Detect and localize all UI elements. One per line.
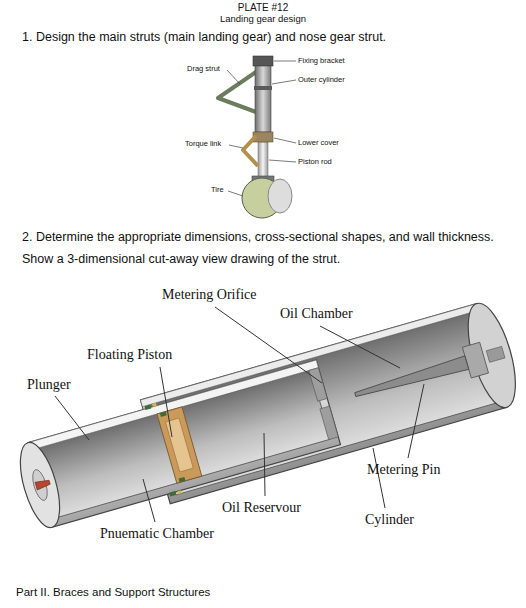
leader-line	[227, 70, 240, 84]
orifice-plate	[309, 368, 327, 402]
part-label: Outer cylinder	[298, 76, 345, 85]
drag-strut	[218, 72, 256, 112]
leader-line	[320, 326, 400, 368]
leader-line	[373, 448, 385, 508]
plunger-bore	[38, 370, 331, 517]
part-label: Drag strut	[187, 65, 220, 74]
leader-line	[229, 145, 243, 148]
leader-line	[143, 479, 155, 522]
leader-line	[264, 433, 265, 496]
instruction-text: 1. Design the main struts (main landing …	[22, 30, 386, 44]
part-label: Fixing bracket	[298, 57, 345, 66]
part-label: Lower cover	[298, 139, 339, 148]
part-label: Cylinder	[365, 512, 414, 528]
landing-gear-figure	[218, 56, 296, 218]
metering-pin	[353, 356, 468, 401]
part-label: Torque link	[185, 140, 221, 149]
cutaway-strut	[10, 298, 525, 541]
piston-rod	[258, 142, 268, 178]
cylinder-end	[459, 298, 525, 412]
end-slot	[486, 346, 505, 362]
part-label: Plunger	[27, 377, 71, 393]
leader-line	[272, 80, 296, 84]
outer-cylinder	[255, 66, 271, 132]
subtitle: Landing gear design	[220, 14, 306, 25]
valve	[35, 478, 51, 490]
plate-title: PLATE #12	[238, 2, 288, 14]
fixing-bracket	[253, 56, 273, 66]
leader-lines	[227, 61, 296, 196]
section-heading: Part II. Braces and Support Structures	[16, 586, 210, 599]
seal	[179, 477, 186, 482]
part-label: Metering Pin	[367, 462, 441, 478]
seal	[152, 403, 157, 407]
floating-piston	[157, 407, 202, 483]
leader-lines	[55, 307, 424, 522]
part-label: Oil Reservour	[222, 500, 301, 516]
cylinder-collar	[254, 86, 272, 90]
leader-line	[274, 138, 296, 143]
part-label: Piston rod	[298, 158, 332, 167]
wheel-hub	[268, 179, 292, 213]
leader-line	[274, 61, 296, 62]
seal	[169, 491, 176, 496]
part-label: Tire	[211, 186, 224, 195]
part-label: Pnuematic Chamber	[100, 526, 214, 542]
plunger-body	[28, 360, 341, 527]
orifice-plate	[320, 406, 338, 440]
part-label: Floating Piston	[87, 347, 172, 363]
leader-line	[228, 191, 243, 196]
leader-line	[160, 367, 172, 437]
leader-line	[269, 160, 296, 162]
instruction-text: 2. Determine the appropriate dimensions,…	[22, 226, 514, 270]
part-label: Oil Chamber	[280, 306, 353, 322]
plunger-end	[12, 438, 67, 531]
seal	[144, 405, 151, 410]
leader-line	[55, 396, 89, 440]
leader-line	[408, 384, 424, 458]
seal	[160, 412, 167, 417]
end-boss	[30, 468, 50, 502]
part-label: Metering Orifice	[162, 287, 256, 303]
seal	[177, 490, 182, 494]
torque-link	[243, 136, 258, 166]
